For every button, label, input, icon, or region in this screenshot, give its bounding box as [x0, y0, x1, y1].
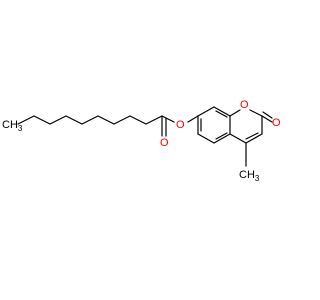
- bond-c7-c8: [113, 115, 131, 125]
- structure-canvas: CH3 O O O O CH3: [2, 99, 281, 183]
- bond-c9-c10: [145, 115, 163, 125]
- skeletal-structure: CH3 O O O O CH3: [2, 99, 281, 183]
- label-ch3-ring: CH3: [239, 169, 260, 183]
- bond-oester-c7: [187, 115, 199, 123]
- aromatic-inner-2: [215, 110, 228, 118]
- bond-c8r-c8a: [213, 106, 231, 117]
- bond-c4a-c5: [213, 133, 231, 144]
- label-o-ester-single: O: [176, 119, 185, 131]
- label-ch3-terminal: CH3: [2, 119, 23, 133]
- bond-c6-c7: [97, 115, 115, 125]
- bond-c3-c4: [245, 133, 263, 144]
- label-o-ring: O: [240, 99, 249, 111]
- bond-c2-carbonyl-1: [261, 115, 273, 123]
- label-o-lactone: O: [272, 117, 281, 129]
- bond-c5-c6: [197, 133, 215, 144]
- bond-c10-oester: [161, 115, 175, 123]
- bond-c7-c8r: [197, 106, 215, 117]
- bond-c2-c3: [33, 115, 51, 125]
- label-o-ester-carbonyl: O: [160, 137, 169, 149]
- bond-c8-c9: [129, 115, 147, 125]
- bond-c4-c4a: [229, 133, 247, 144]
- aromatic-inner-3: [215, 132, 228, 140]
- bond-oring-c2: [249, 109, 263, 117]
- bond-c2-carbonyl-2: [262, 111, 273, 119]
- bond-c1-c2: [17, 115, 35, 125]
- bond-c5-c6: [81, 115, 99, 125]
- bond-c3-c4: [49, 115, 67, 125]
- bond-c3-c4-double: [245, 132, 259, 140]
- bond-c8a-oring: [229, 109, 241, 117]
- bond-c4-c5: [65, 115, 83, 125]
